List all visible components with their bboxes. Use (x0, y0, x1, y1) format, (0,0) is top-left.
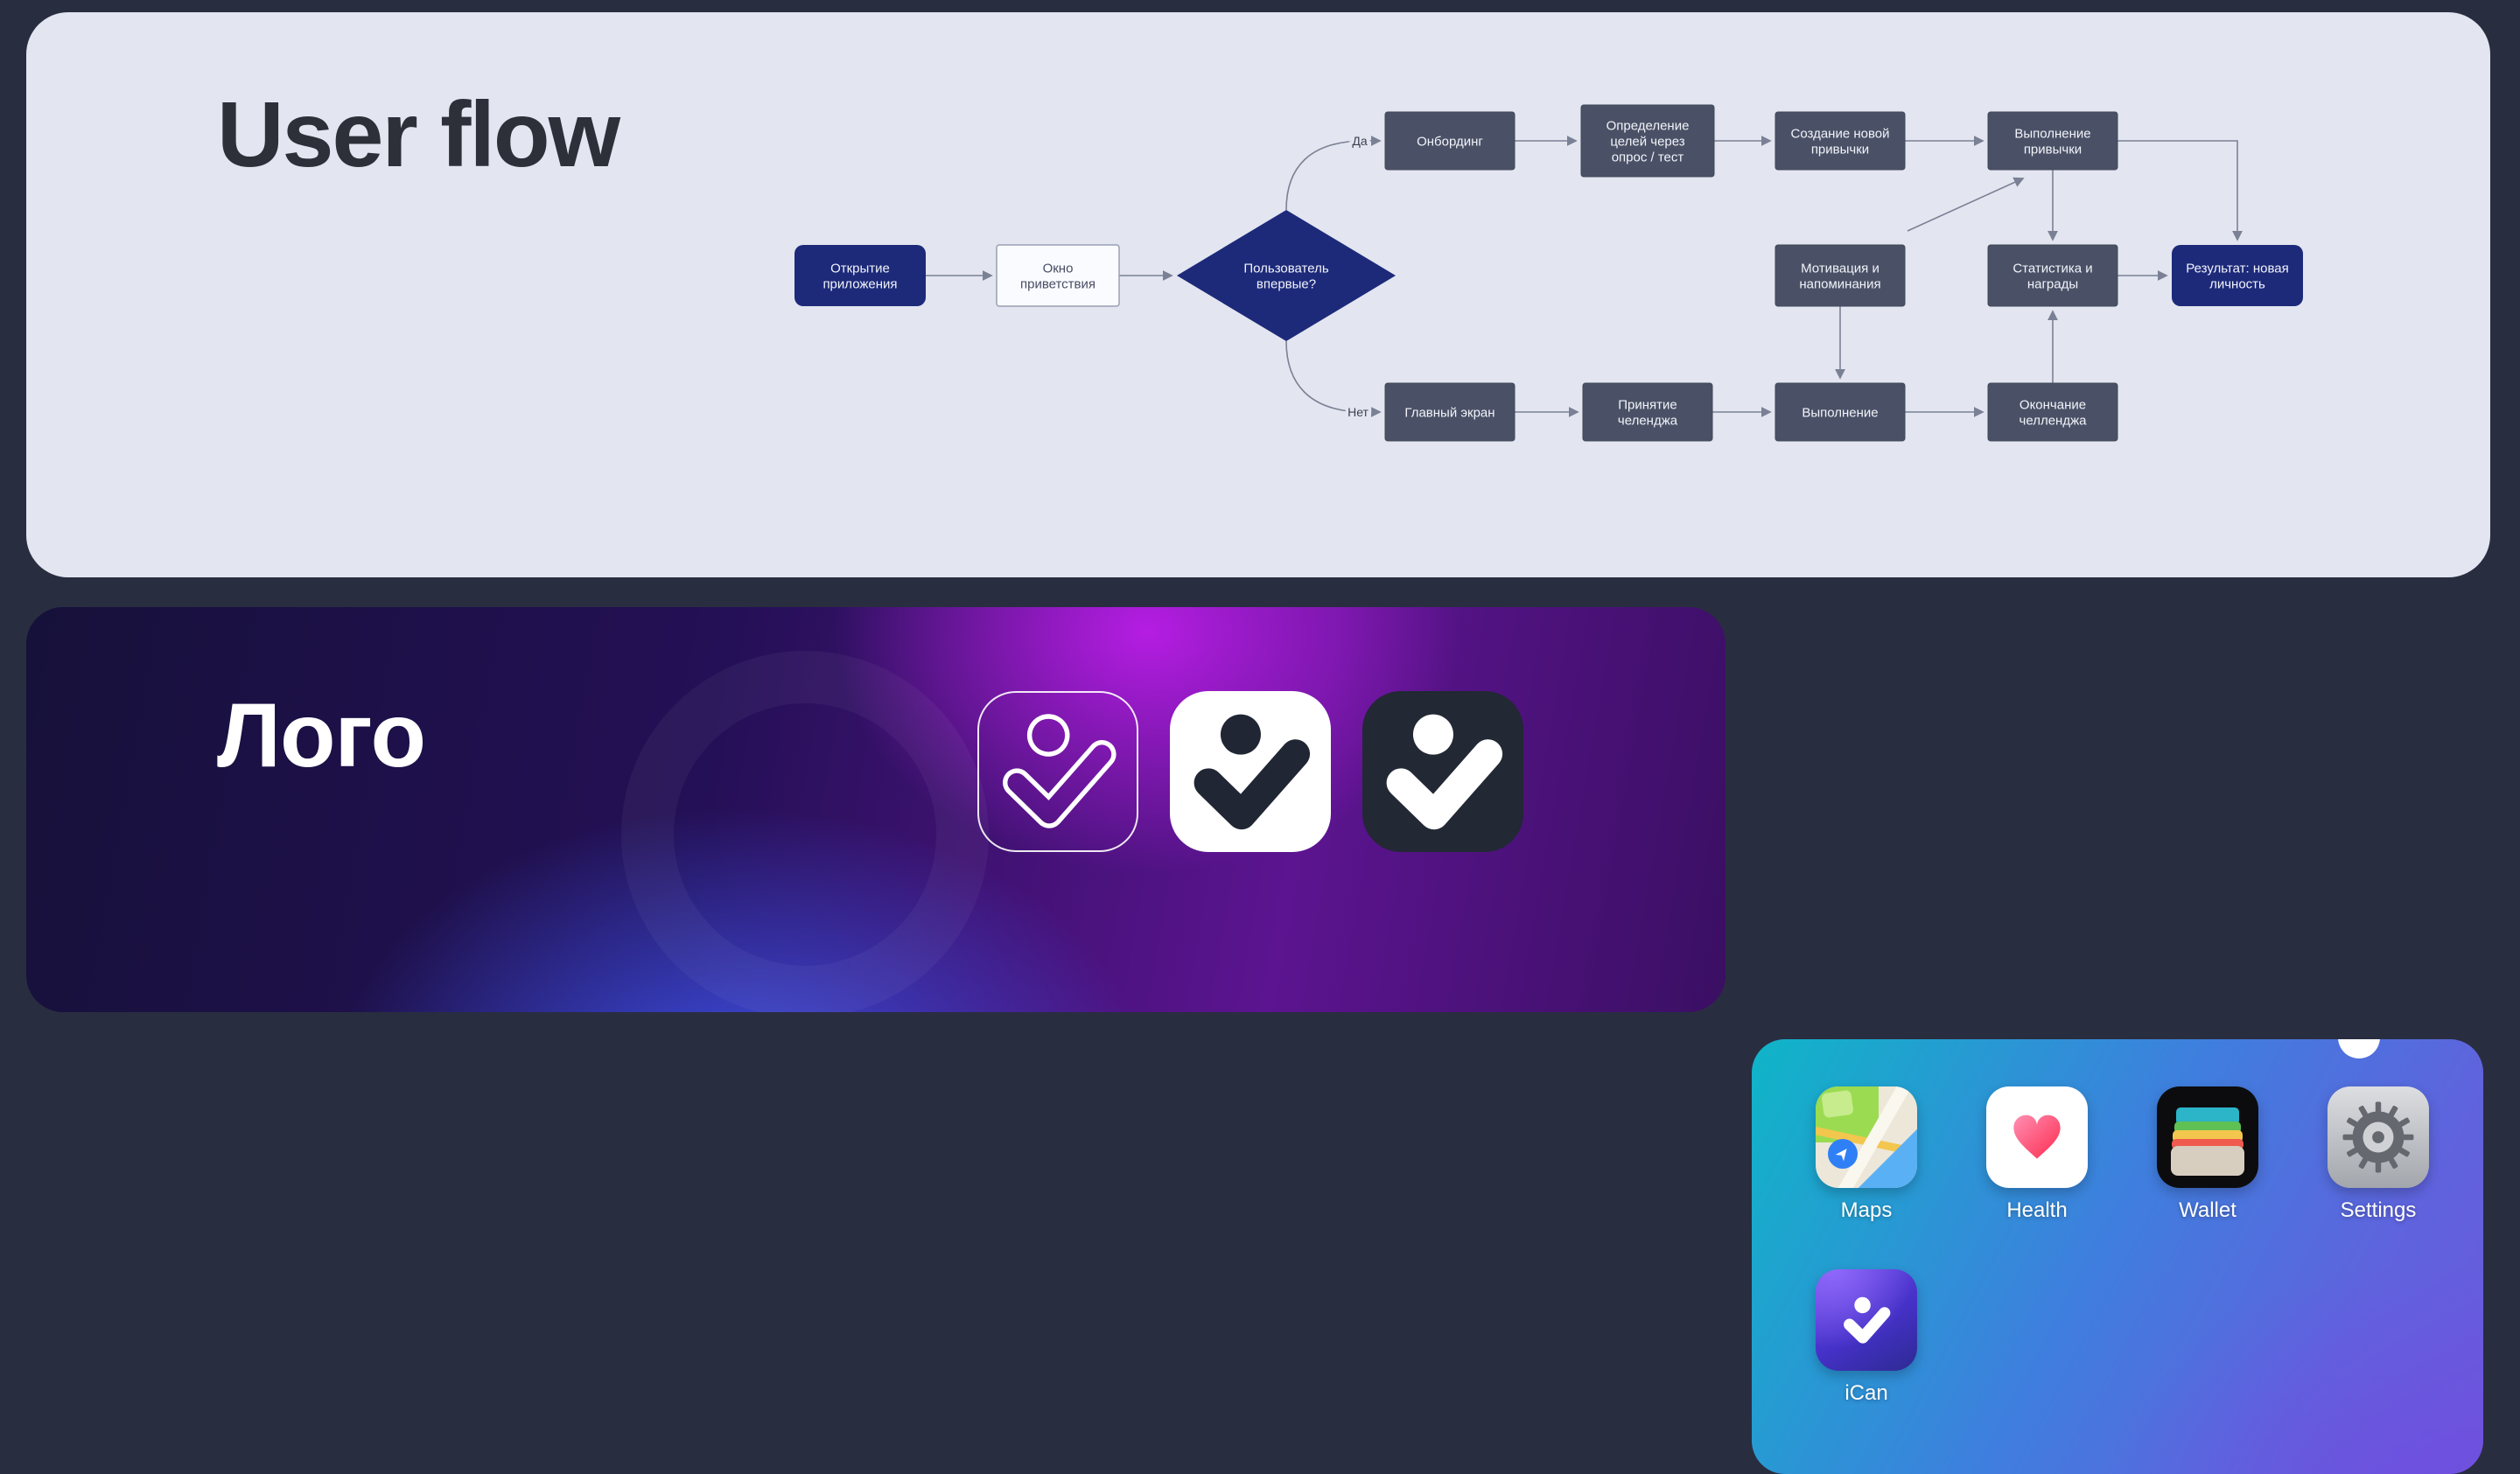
logo-variant-light (1170, 691, 1331, 852)
wallet-app-icon[interactable] (2157, 1086, 2258, 1188)
flow-edge (1285, 340, 1382, 417)
app-label-settings: Settings (2340, 1198, 2417, 1222)
flow-node-label: Выполнение (1802, 406, 1878, 421)
flow-branch-label: Да (1352, 134, 1367, 148)
flow-node-onboarding: Онбординг (1384, 111, 1516, 171)
flow-edge (1907, 177, 2025, 232)
flow-edge (2118, 140, 2243, 241)
app-wallet[interactable]: Wallet (2157, 1086, 2258, 1223)
app-settings[interactable]: Settings (2328, 1086, 2429, 1223)
gear-icon (2342, 1101, 2414, 1173)
ican-logo-dark-icon (1194, 714, 1311, 830)
logo-variants (977, 691, 1523, 852)
wallet-front-pocket (2171, 1146, 2244, 1176)
logo-variant-dark (1362, 691, 1523, 852)
heart-icon (2013, 1114, 2061, 1159)
logo-variant-outline (977, 691, 1138, 852)
app-label-maps: Maps (1840, 1198, 1893, 1222)
ican-logo-mark-icon (1844, 1296, 1891, 1344)
app-label-ican: iCan (1844, 1381, 1888, 1405)
wallet-card-teal (2176, 1107, 2239, 1125)
ican-logo-outline-icon (979, 693, 1137, 850)
iphone-homescreen-panel: Maps Health (1752, 1039, 2483, 1474)
app-label-wallet: Wallet (2179, 1198, 2236, 1222)
ican-logo-white-icon (1386, 714, 1503, 830)
homescreen-row-1: Maps Health (1816, 1086, 2429, 1223)
flow-node-main-screen: Главный экран (1384, 382, 1516, 442)
ican-app-icon[interactable] (1816, 1269, 1917, 1371)
logo-title: Лого (217, 685, 426, 786)
settings-app-icon[interactable] (2328, 1086, 2429, 1188)
homescreen-row-2: iCan (1816, 1269, 1917, 1406)
partial-circle-decoration (2338, 1039, 2380, 1058)
app-label-health: Health (2006, 1198, 2068, 1222)
flow-node-label: Главный экран (1404, 406, 1494, 421)
flow-node-execution: Выполнение (1774, 382, 1906, 442)
maps-app-icon[interactable] (1816, 1086, 1917, 1188)
maps-park-light-area (1821, 1089, 1854, 1119)
app-health[interactable]: Health (1986, 1086, 2088, 1223)
app-ican[interactable]: iCan (1816, 1269, 1917, 1406)
app-maps[interactable]: Maps (1816, 1086, 1917, 1223)
userflow-title: User flow (217, 83, 620, 186)
flow-node-label: Онбординг (1417, 135, 1483, 150)
maps-navigation-arrow-icon (1828, 1139, 1858, 1169)
flow-edge (1285, 136, 1382, 211)
glow-ring-decoration (621, 651, 989, 1012)
logo-panel: Лого (26, 607, 1726, 1012)
flow-branch-label: Нет (1348, 405, 1368, 419)
health-app-icon[interactable] (1986, 1086, 2088, 1188)
